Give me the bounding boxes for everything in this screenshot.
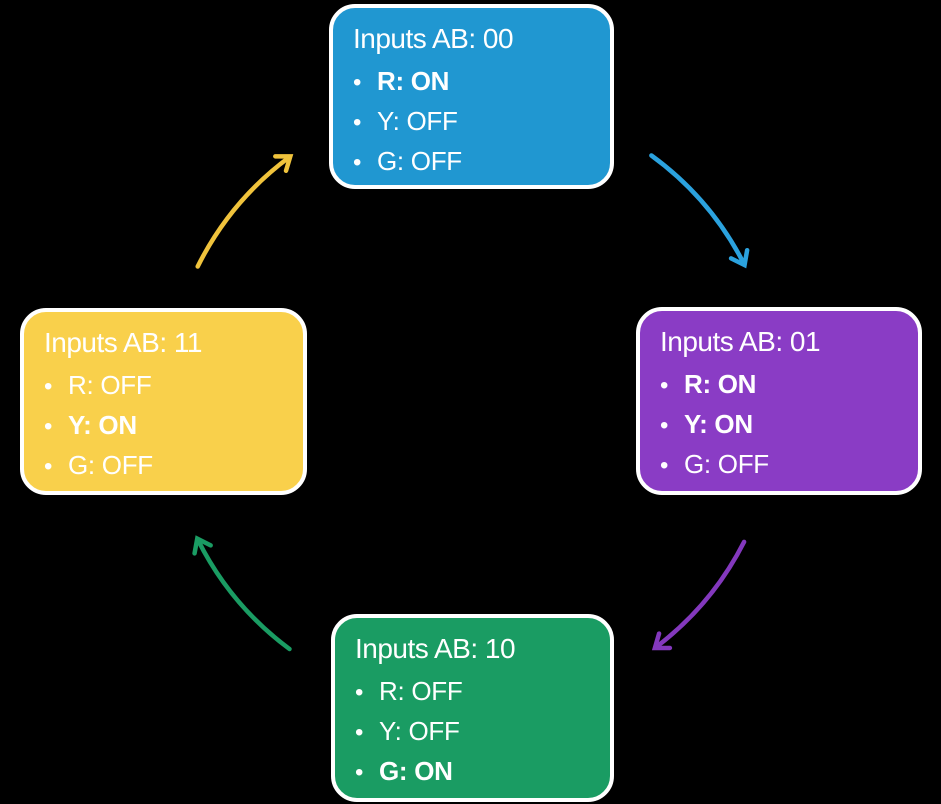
output-item-label: R: ON <box>377 66 450 96</box>
bullet-icon: • <box>44 413 53 440</box>
output-item-r: • R: OFF <box>355 672 592 712</box>
state-node-10: Inputs AB: 10 • R: OFF • Y: OFF • G: ON <box>331 614 614 802</box>
output-item-label: Y: OFF <box>379 716 460 746</box>
state-title: Inputs AB: 10 <box>355 633 516 664</box>
bullet-icon: • <box>355 759 364 786</box>
state-node-00: Inputs AB: 00 • R: ON • Y: OFF • G: OFF <box>329 4 614 189</box>
output-item-g: • G: OFF <box>44 446 285 486</box>
state-title: Inputs AB: 11 <box>44 327 203 358</box>
output-item-r: • R: ON <box>353 62 592 102</box>
bullet-icon: • <box>660 372 669 399</box>
state-title: Inputs AB: 00 <box>353 23 514 54</box>
output-item-g: • G: OFF <box>660 445 900 485</box>
output-item-label: G: ON <box>379 756 453 786</box>
output-item-y: • Y: OFF <box>355 712 592 752</box>
output-item-r: • R: ON <box>660 365 900 405</box>
output-item-label: R: OFF <box>379 676 463 706</box>
bullet-icon: • <box>355 679 364 706</box>
output-item-label: Y: ON <box>684 409 753 439</box>
output-item-g: • G: ON <box>355 752 592 792</box>
state-node-01: Inputs AB: 01 • R: ON • Y: ON • G: OFF <box>636 307 922 495</box>
output-item-label: G: OFF <box>684 449 769 479</box>
bullet-icon: • <box>353 69 362 96</box>
bullet-icon: • <box>660 412 669 439</box>
bullet-icon: • <box>44 373 53 400</box>
output-item-g: • G: OFF <box>353 142 592 182</box>
bullet-icon: • <box>660 452 669 479</box>
output-item-label: R: ON <box>684 369 757 399</box>
output-item-label: Y: OFF <box>377 106 458 136</box>
output-item-label: R: OFF <box>68 370 152 400</box>
arrow-01-to-10 <box>651 539 747 651</box>
output-item-y: • Y: ON <box>44 406 285 446</box>
output-item-y: • Y: ON <box>660 405 900 445</box>
arrow-11-to-00 <box>195 154 294 269</box>
arrow-00-to-01 <box>649 153 750 269</box>
output-item-label: Y: ON <box>68 410 137 440</box>
state-node-11: Inputs AB: 11 • R: OFF • Y: ON • G: OFF <box>20 308 307 495</box>
bullet-icon: • <box>44 453 53 480</box>
arrow-10-to-11 <box>192 535 292 652</box>
output-item-label: G: OFF <box>377 146 462 176</box>
bullet-icon: • <box>353 149 362 176</box>
state-title: Inputs AB: 01 <box>660 326 821 357</box>
bullet-icon: • <box>355 719 364 746</box>
output-item-y: • Y: OFF <box>353 102 592 142</box>
output-item-r: • R: OFF <box>44 366 285 406</box>
output-item-label: G: OFF <box>68 450 153 480</box>
bullet-icon: • <box>353 109 362 136</box>
